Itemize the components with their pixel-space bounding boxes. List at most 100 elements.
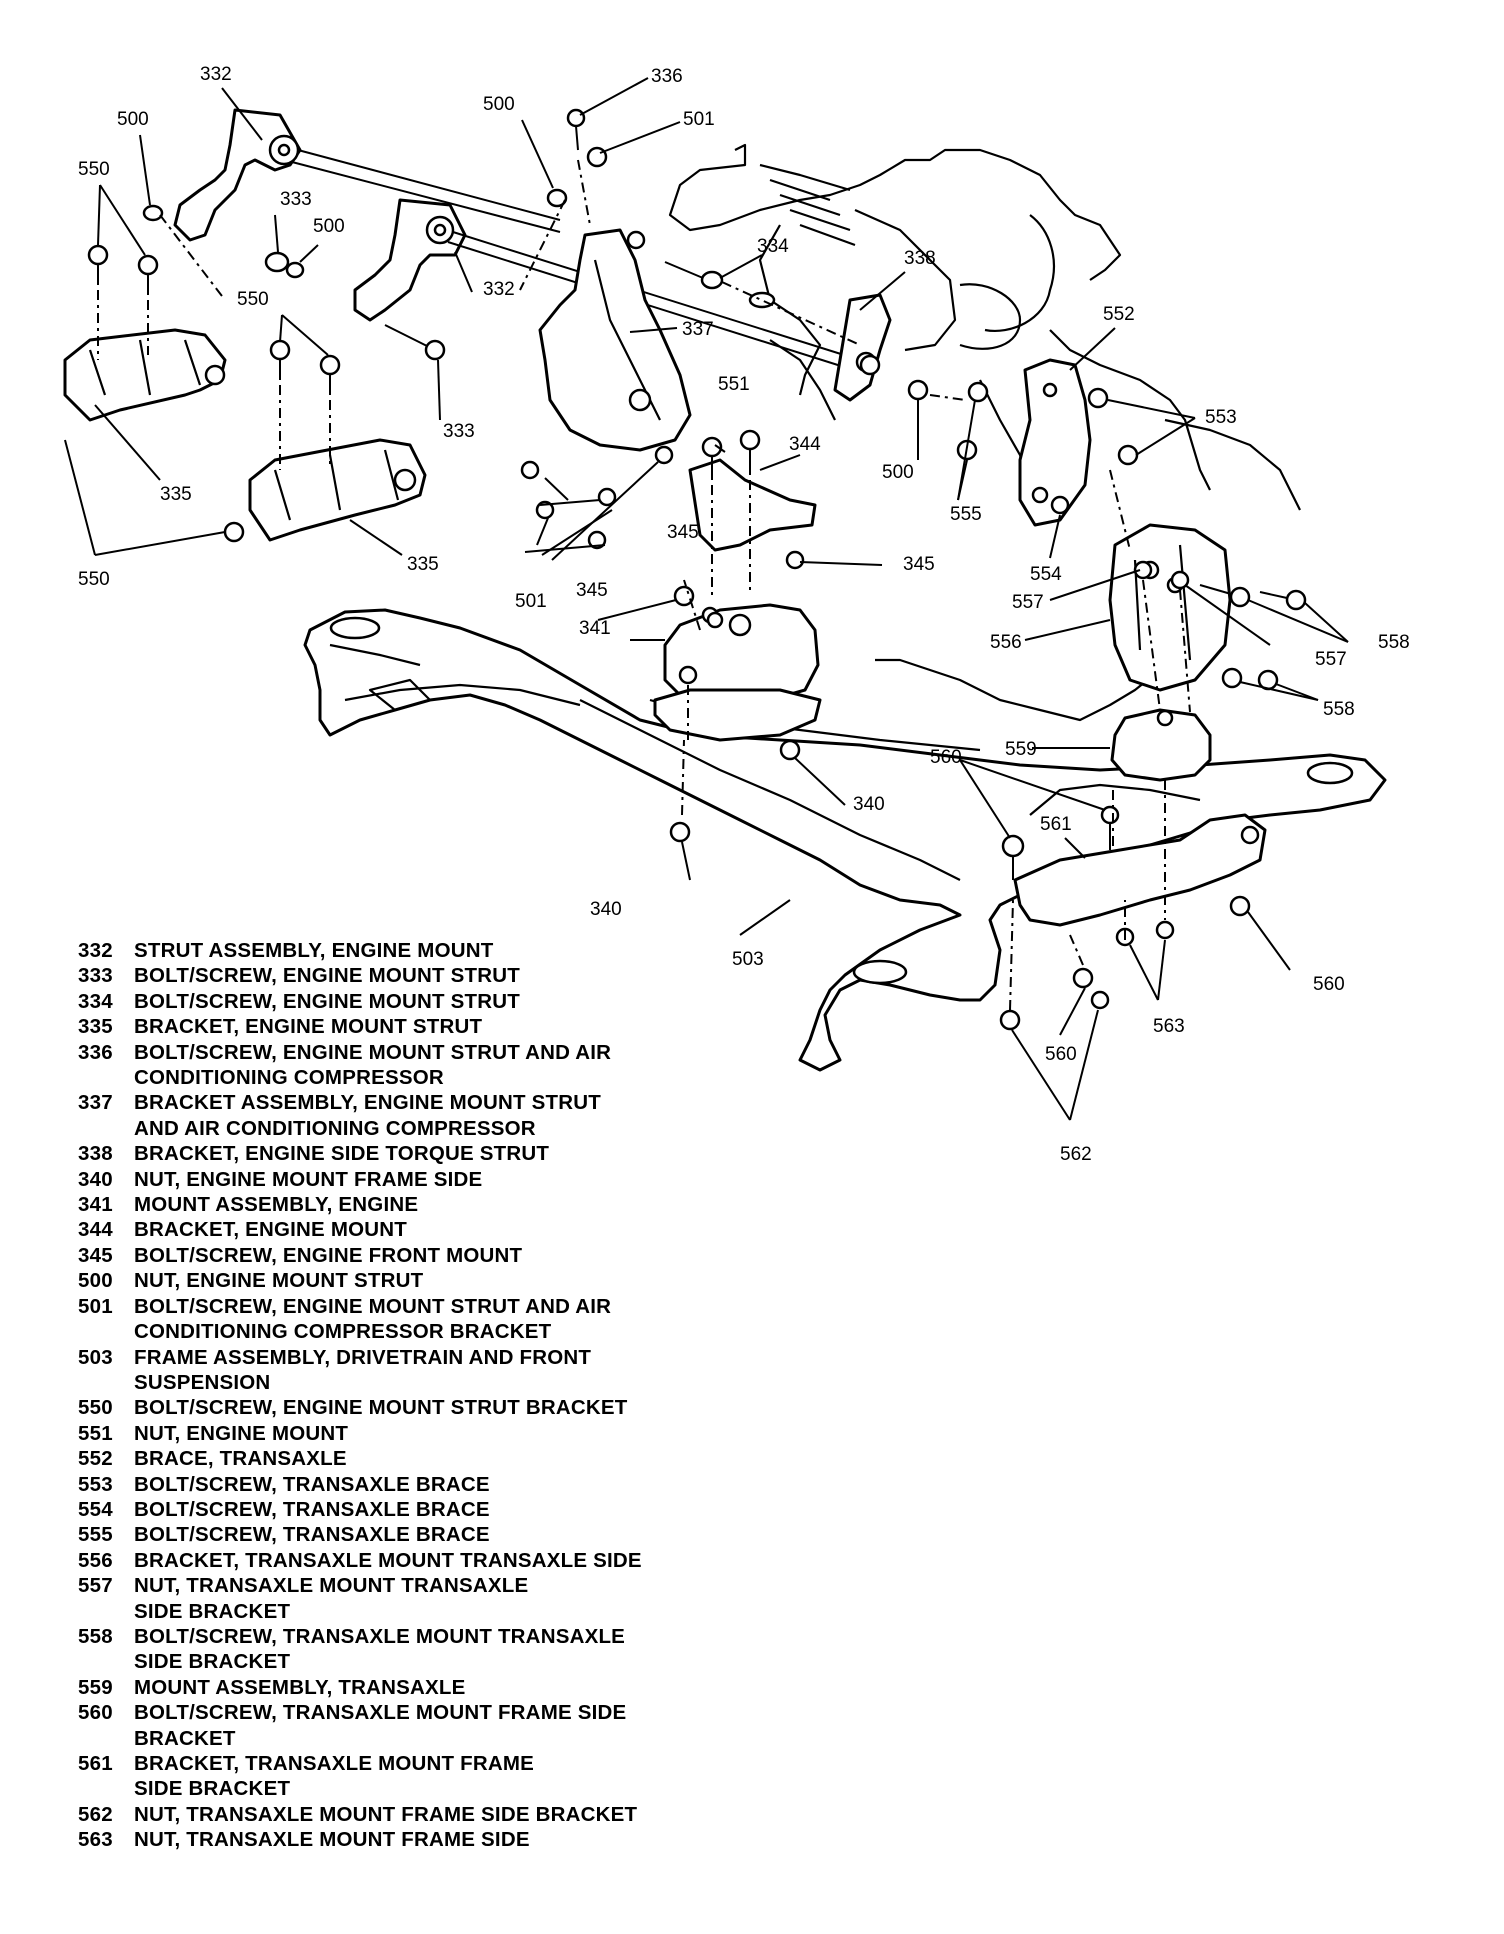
bracket-338	[833, 293, 892, 402]
callout-562: 562	[1060, 1144, 1092, 1165]
legend-item: 334 BOLT/SCREW, ENGINE MOUNT STRUT	[78, 989, 718, 1014]
bracket-344	[688, 458, 817, 552]
legend-item: 556 BRACKET, TRANSAXLE MOUNT TRANSAXLE SI…	[78, 1548, 718, 1573]
bracket-335-right	[248, 438, 427, 542]
legend-part-description: NUT, ENGINE MOUNT FRAME SIDE	[134, 1167, 718, 1192]
legend-part-number: 561	[78, 1752, 113, 1775]
callout-500: 500	[483, 94, 515, 115]
callout-556: 556	[990, 632, 1022, 653]
callout-345: 345	[576, 580, 608, 601]
callout-335: 335	[160, 484, 192, 505]
legend-description-line: BOLT/SCREW, TRANSAXLE MOUNT FRAME SIDE	[134, 1701, 627, 1725]
legend-part-number: 560	[78, 1701, 113, 1725]
callout-345: 345	[667, 522, 699, 543]
legend-description-line: NUT, ENGINE MOUNT STRUT	[134, 1269, 424, 1293]
legend-part-number: 336	[78, 1040, 113, 1064]
legend-part-description: BRACKET, TRANSAXLE MOUNT TRANSAXLE SIDE	[134, 1548, 718, 1573]
callout-333: 333	[443, 421, 475, 442]
legend-description-line: BOLT/SCREW, ENGINE MOUNT STRUT BRACKET	[134, 1396, 628, 1420]
callout-553: 553	[1205, 407, 1237, 428]
callout-500: 500	[882, 462, 914, 483]
callout-552: 552	[1103, 304, 1135, 325]
legend-part-number: 335	[78, 1015, 113, 1039]
callout-555: 555	[950, 504, 982, 525]
callout-500: 500	[313, 216, 345, 237]
legend-description-line: BRACKET, TRANSAXLE MOUNT TRANSAXLE SIDE	[134, 1548, 642, 1572]
legend-description-line: BRACKET, ENGINE SIDE TORQUE STRUT	[134, 1142, 550, 1166]
callout-501: 501	[515, 591, 547, 612]
bracket-556	[1108, 523, 1232, 692]
callout-335: 335	[407, 554, 439, 575]
legend-item: 500 NUT, ENGINE MOUNT STRUT	[78, 1268, 718, 1293]
legend-part-number: 500	[78, 1269, 113, 1293]
legend-description-line: MOUNT ASSEMBLY, ENGINE	[134, 1193, 419, 1217]
bracket-assembly-337	[538, 228, 692, 452]
legend-description-line: BRACKET, ENGINE MOUNT STRUT	[134, 1015, 483, 1039]
callout-550: 550	[78, 569, 110, 590]
bracket-561	[1013, 813, 1267, 927]
callout-332: 332	[200, 64, 232, 85]
legend-description-line: MOUNT ASSEMBLY, TRANSAXLE	[134, 1675, 466, 1699]
bracket-335-left	[63, 328, 227, 422]
legend-part-description: MOUNT ASSEMBLY, TRANSAXLE	[134, 1675, 718, 1700]
callout-558: 558	[1323, 699, 1355, 720]
legend-description-line: NUT, TRANSAXLE MOUNT FRAME SIDE	[134, 1828, 530, 1852]
legend-description-line: BOLT/SCREW, ENGINE MOUNT STRUT	[134, 964, 521, 988]
callout-340: 340	[853, 794, 885, 815]
legend-part-description: BOLT/SCREW, TRANSAXLE BRACE	[134, 1472, 718, 1497]
legend-description-line: CONDITIONING COMPRESSOR BRACKET	[134, 1320, 552, 1344]
legend-part-number: 551	[78, 1421, 113, 1445]
legend-part-number: 333	[78, 964, 113, 988]
legend-description-line: BOLT/SCREW, ENGINE MOUNT STRUT AND AIR	[134, 1294, 612, 1318]
legend-description-line: BOLT/SCREW, ENGINE FRONT MOUNT	[134, 1243, 523, 1267]
legend-description-line: NUT, TRANSAXLE MOUNT TRANSAXLE	[134, 1574, 529, 1598]
legend-part-description: BOLT/SCREW, TRANSAXLE BRACE	[134, 1522, 718, 1547]
legend-part-number: 557	[78, 1574, 113, 1598]
legend-part-description: NUT, ENGINE MOUNT	[134, 1421, 718, 1446]
legend-part-description: BRACKET, ENGINE SIDE TORQUE STRUT	[134, 1141, 718, 1166]
callout-333: 333	[280, 189, 312, 210]
legend-description-line: BOLT/SCREW, TRANSAXLE BRACE	[134, 1472, 490, 1496]
legend-part-number: 556	[78, 1548, 113, 1572]
engine-mount-341	[653, 603, 822, 742]
legend-part-description: BOLT/SCREW, ENGINE FRONT MOUNT	[134, 1243, 718, 1268]
legend-part-number: 550	[78, 1396, 113, 1420]
legend-part-number: 558	[78, 1624, 113, 1648]
legend-part-description: BOLT/SCREW, ENGINE MOUNT STRUT	[134, 989, 718, 1014]
callout-341: 341	[579, 618, 611, 639]
callout-560: 560	[1313, 974, 1345, 995]
legend-description-line: BRACE, TRANSAXLE	[134, 1447, 347, 1471]
legend-part-number: 501	[78, 1294, 113, 1318]
legend-item: 501 BOLT/SCREW, ENGINE MOUNT STRUT AND AI…	[78, 1294, 718, 1345]
legend-description-line: STRUT ASSEMBLY, ENGINE MOUNT	[134, 939, 494, 962]
frame-assembly-503	[303, 608, 1387, 1072]
callout-557: 557	[1012, 592, 1044, 613]
callout-550: 550	[237, 289, 269, 310]
callout-332: 332	[483, 279, 515, 300]
legend-description-line: NUT, ENGINE MOUNT FRAME SIDE	[134, 1167, 483, 1191]
callout-334: 334	[757, 236, 789, 257]
callout-557: 557	[1315, 649, 1347, 670]
legend-part-description: NUT, ENGINE MOUNT STRUT	[134, 1268, 718, 1293]
assembly-centerlines	[97, 159, 1191, 1011]
callout-500: 500	[117, 109, 149, 130]
legend-part-number: 334	[78, 989, 113, 1013]
legend-part-description: BRACKET, ENGINE MOUNT STRUT	[134, 1014, 718, 1039]
